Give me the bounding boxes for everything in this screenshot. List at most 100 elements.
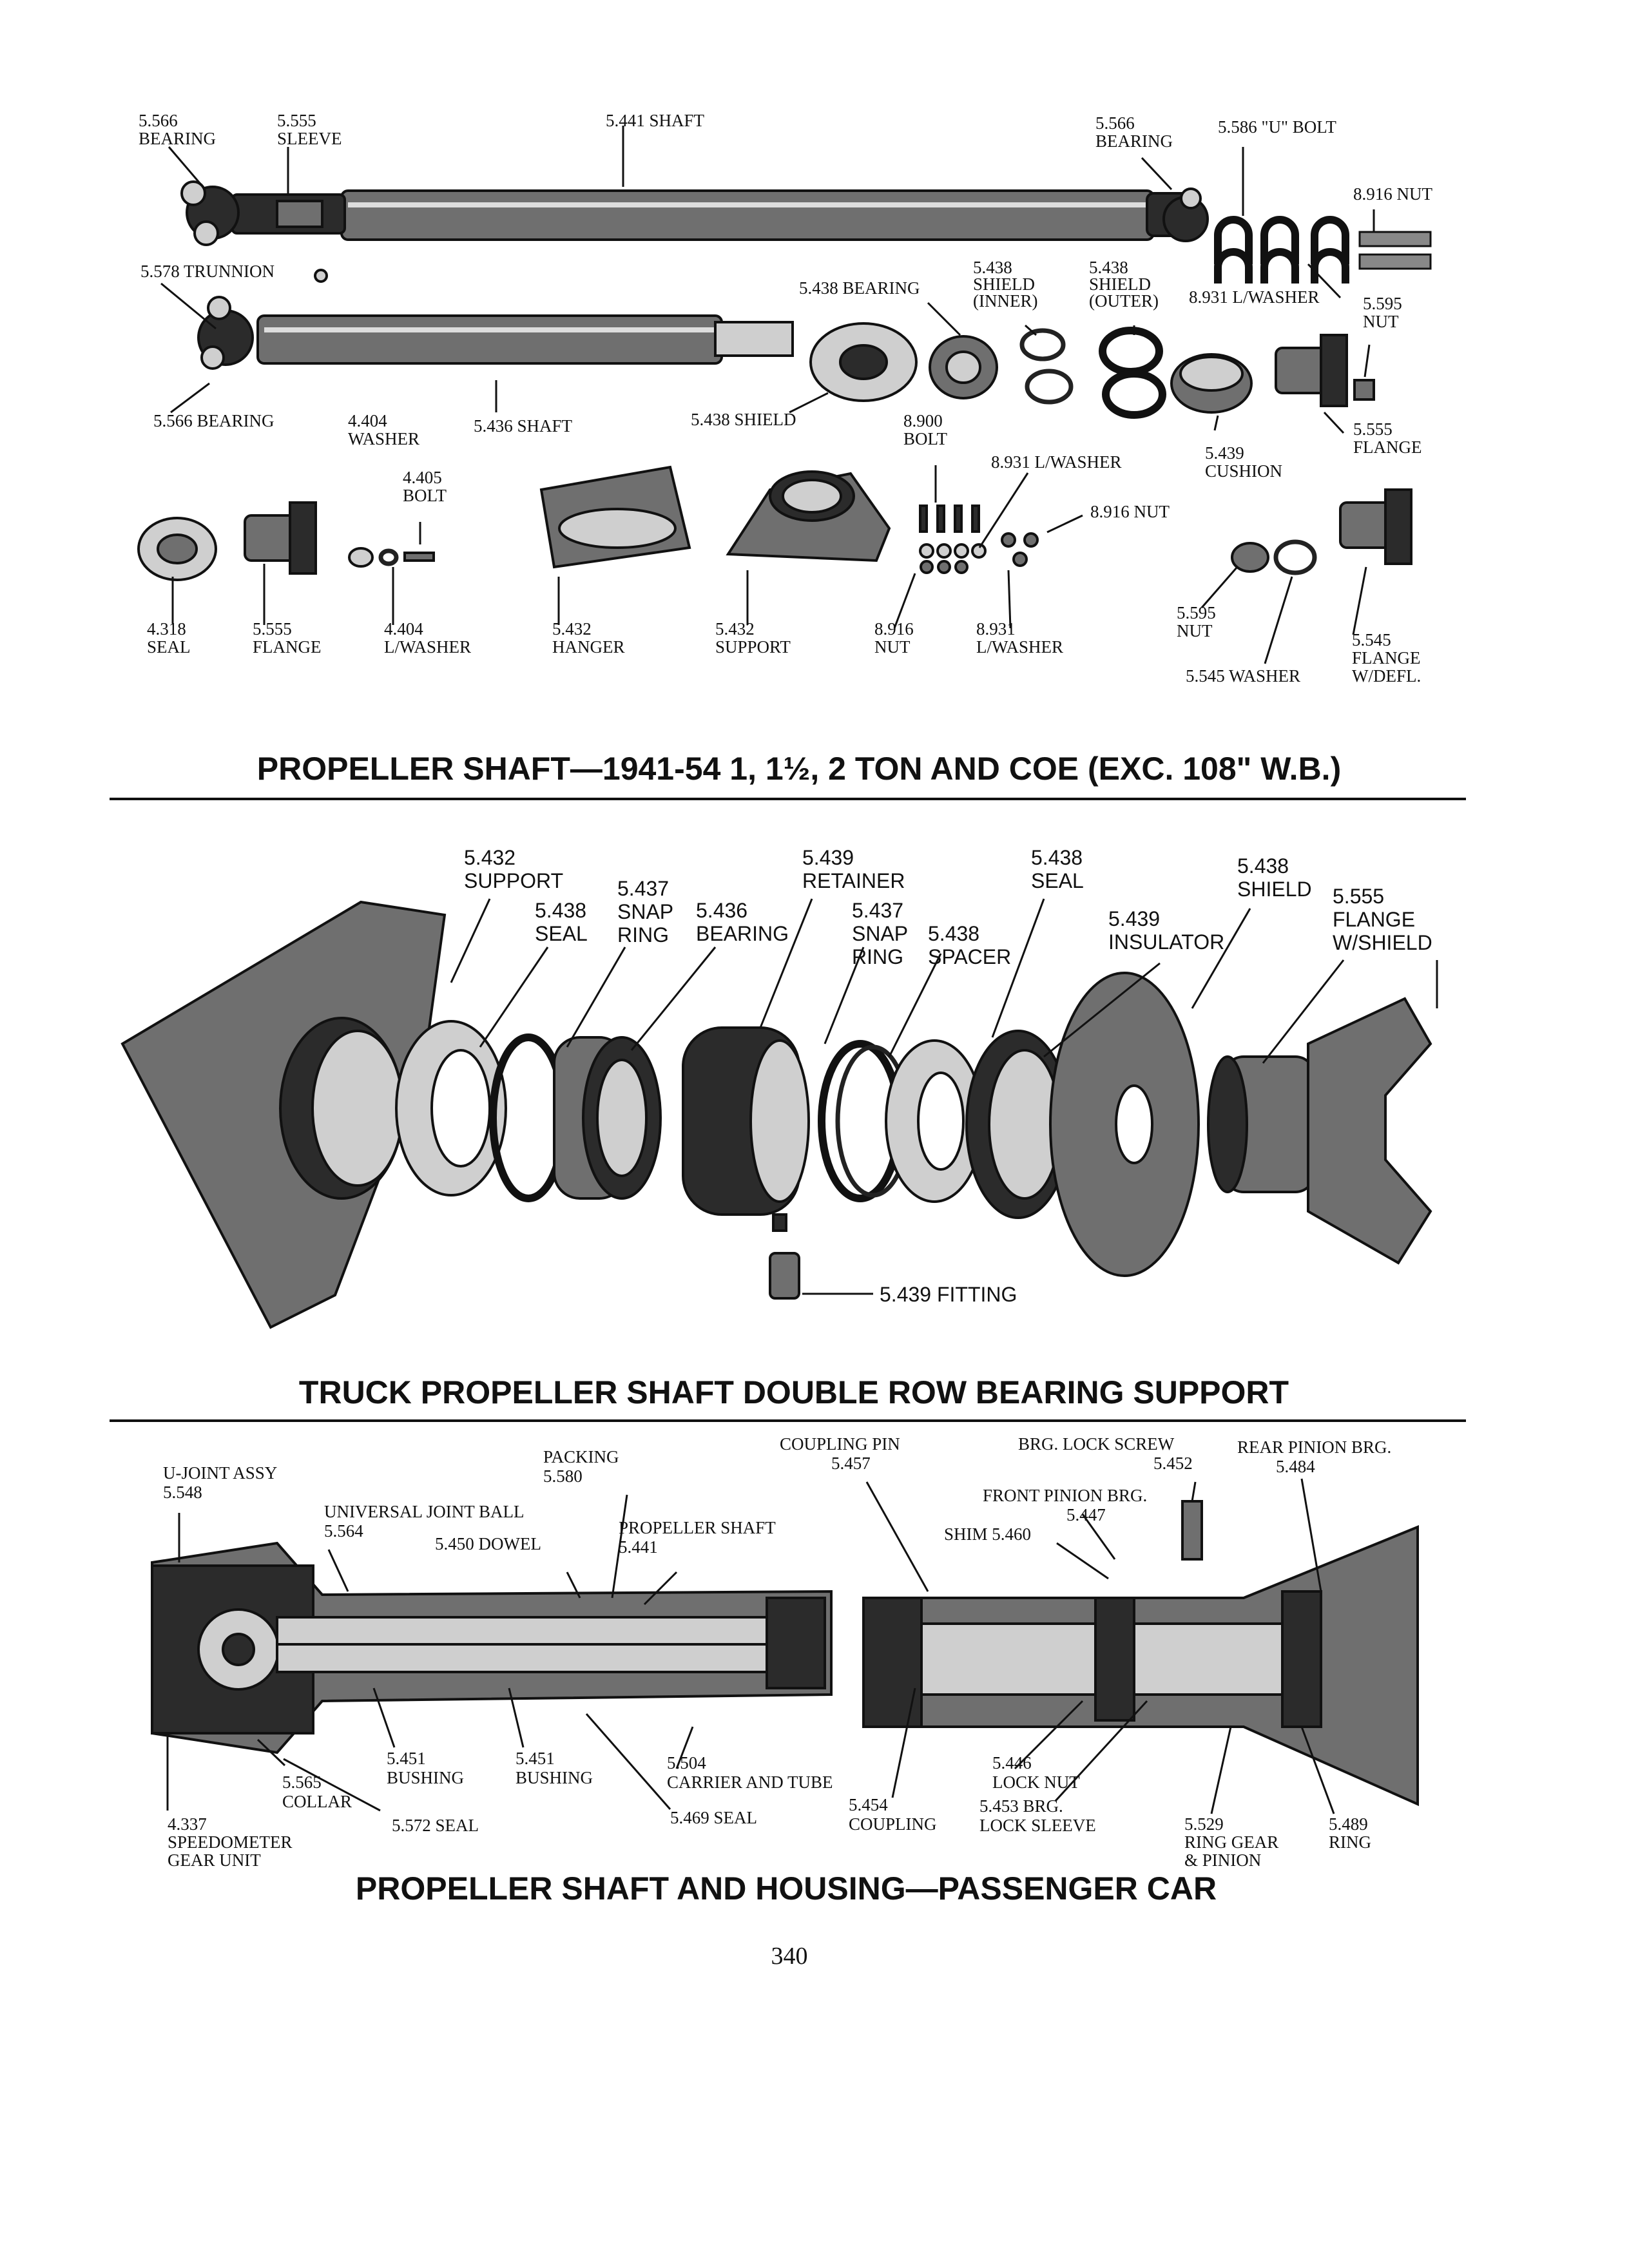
label-trunnion-578: 5.578 TRUNNION: [140, 262, 275, 281]
seal-318-illustration: [137, 517, 217, 581]
bolts-900-illustration: [919, 505, 1039, 574]
section1-artwork: [137, 180, 1432, 581]
label-lock-sleeve-453: 5.453 BRG.LOCK SLEEVE: [979, 1796, 1096, 1835]
label-nut-916-mid: 8.916 NUT: [1090, 502, 1170, 521]
section3-heading: PROPELLER SHAFT AND HOUSING—PASSENGER CA…: [356, 1870, 1217, 1907]
shield-438-illustration: [809, 322, 918, 402]
shaft-436-illustration: [197, 296, 794, 370]
label-fitting-439: 5.439 FITTING: [880, 1283, 1017, 1306]
bearing-436-exploded-illustration: [553, 1036, 662, 1200]
section2-leaders: [450, 898, 1438, 1295]
trunnion-578-illustration: [314, 269, 328, 283]
label-washer-545: 5.545 WASHER: [1186, 666, 1300, 686]
label-bearing-438: 5.438 BEARING: [799, 278, 920, 298]
section3-artwork: [151, 1500, 1419, 1807]
label-lwasher-931-mid: 8.931 L/WASHER: [991, 452, 1122, 472]
label-seal-572: 5.572 SEAL: [392, 1816, 479, 1835]
cushion-439-illustration: [1170, 353, 1253, 414]
section2-artwork: [120, 900, 1432, 1329]
section3-leaders: [166, 1478, 1335, 1814]
label-shield-438: 5.438 SHIELD: [691, 410, 796, 429]
seal-438-b-exploded-illustration: [965, 1030, 1071, 1219]
bearing-438-illustration: [929, 335, 998, 399]
flange-545-illustration: [1339, 488, 1412, 565]
spacer-438-illustration: [885, 1039, 984, 1203]
shield-outer-438-illustration: [1099, 327, 1166, 419]
label-seal-469: 5.469 SEAL: [670, 1808, 757, 1827]
section2-heading: TRUCK PROPELLER SHAFT DOUBLE ROW BEARING…: [299, 1374, 1289, 1410]
u-bolt-586-illustration: [1214, 216, 1349, 284]
nut-916-illustration: [1358, 231, 1432, 270]
housing-left-illustration: [151, 1541, 833, 1754]
shield-inner-438-illustration: [1019, 328, 1074, 405]
label-nut-916-tr: 8.916 NUT: [1353, 184, 1432, 204]
flange-555-shield-illustration: [1207, 997, 1432, 1265]
label-front-pinion-447: FRONT PINION BRG.5.447: [983, 1486, 1147, 1524]
insulator-shield-illustration: [1049, 972, 1200, 1277]
housing-right-illustration: [862, 1500, 1419, 1807]
seal-438-exploded-illustration: [395, 1020, 507, 1196]
label-lwasher-931-tr: 8.931 L/WASHER: [1189, 287, 1320, 307]
section1-leaders: [160, 126, 1375, 664]
label-shaft-436: 5.436 SHAFT: [474, 416, 573, 436]
propeller-shaft-441-illustration: [180, 180, 1209, 246]
label-bearing-566-bl: 5.566 BEARING: [153, 411, 275, 430]
flange-555-left-illustration: [244, 501, 317, 575]
label-shaft-441: 5.441 SHAFT: [606, 111, 705, 130]
washer-545-illustration: [1231, 539, 1317, 575]
nut-595-top-illustration: [1353, 379, 1375, 401]
flange-555-right-illustration: [1275, 334, 1348, 407]
fitting-439-illustration: [769, 1252, 800, 1300]
label-rear-pinion-484: REAR PINION BRG.5.484: [1237, 1437, 1391, 1476]
section1-heading: PROPELLER SHAFT—1941-54 1, 1½, 2 TON AND…: [257, 751, 1341, 787]
